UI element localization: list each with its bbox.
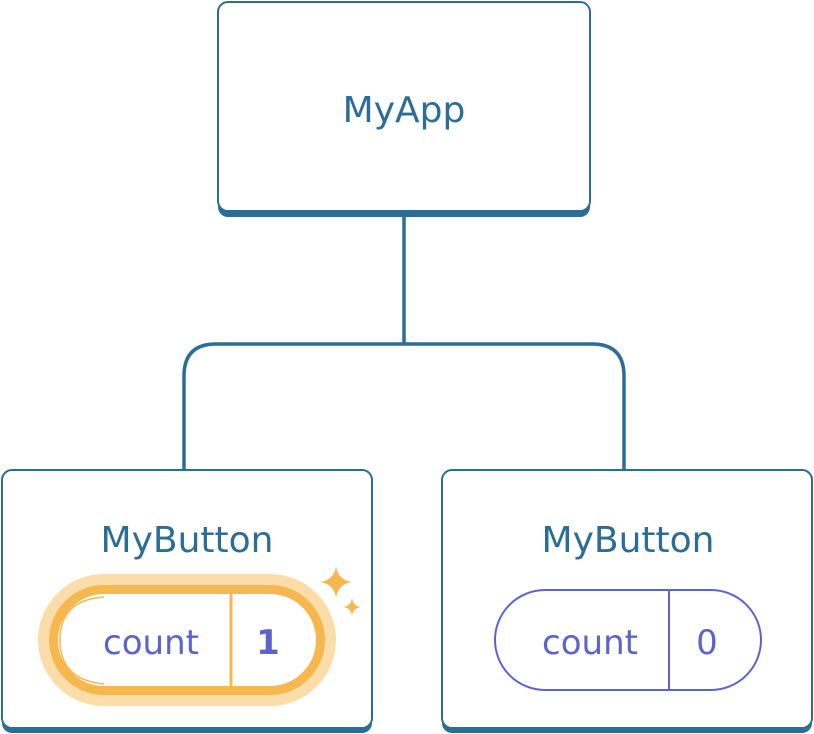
connector-branch	[182, 342, 626, 470]
node-mybutton-left: MyButton count 1	[1, 469, 373, 733]
counter-button-left-value: 1	[256, 623, 280, 663]
node-myapp-box	[217, 1, 591, 212]
sparkle-icon-large	[320, 566, 352, 598]
counter-button-right-body	[494, 589, 762, 691]
tree-connectors	[182, 214, 626, 470]
counter-button-left-label: count	[103, 623, 199, 663]
node-mybutton-right-title: MyButton	[542, 520, 715, 561]
counter-button-left[interactable]: count 1	[38, 574, 336, 706]
node-mybutton-left-title: MyButton	[101, 520, 274, 561]
counter-button-right[interactable]: count 0	[494, 589, 762, 691]
counter-button-right-value: 0	[696, 623, 718, 663]
sparkle-icon-small	[343, 598, 361, 616]
node-mybutton-right: MyButton count 0	[441, 469, 813, 733]
counter-button-left-body	[58, 594, 316, 686]
counter-button-left-sketch-line	[59, 596, 105, 685]
sparkle-icon	[320, 566, 361, 616]
node-myapp: MyApp	[217, 1, 591, 217]
node-myapp-title: MyApp	[343, 90, 466, 131]
counter-button-right-label: count	[542, 623, 638, 663]
